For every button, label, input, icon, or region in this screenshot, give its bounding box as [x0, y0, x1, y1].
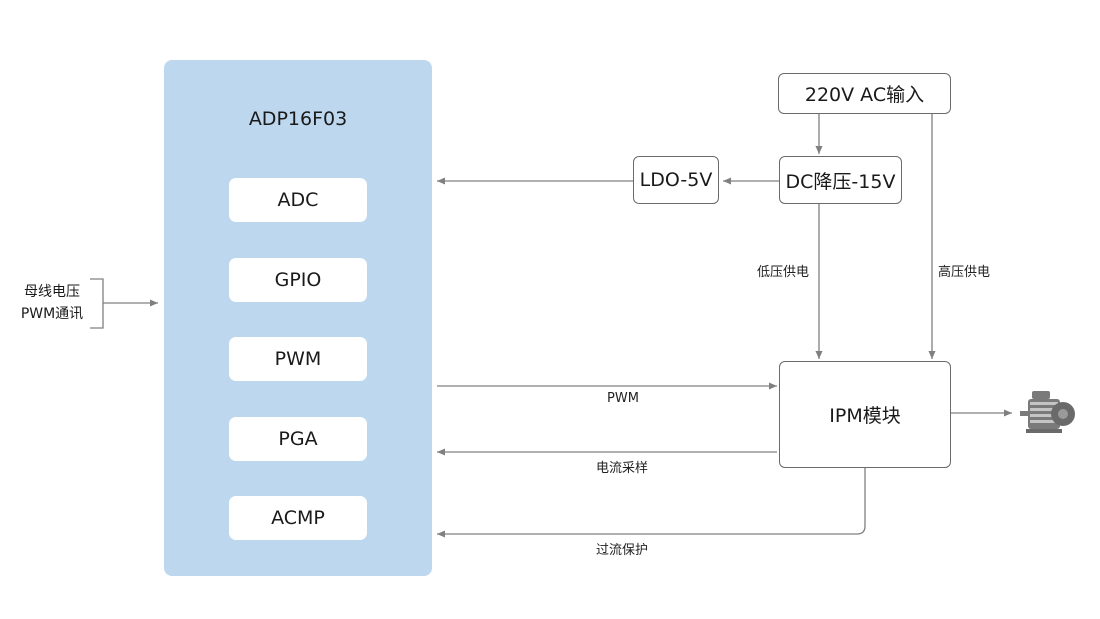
dc-step-down-box: DC降压-15V [779, 156, 902, 204]
ldo-box: LDO-5V [633, 156, 719, 204]
module-adc: ADC [229, 178, 367, 222]
motor-icon [1020, 391, 1075, 433]
bus-voltage-label: 母线电压 [24, 284, 80, 300]
module-acmp: ACMP [229, 496, 367, 540]
module-pga: PGA [229, 417, 367, 461]
low-voltage-supply-label: 低压供电 [757, 265, 810, 280]
overcurrent-arrow [437, 468, 866, 538]
pwm-comm-label: PWM通讯 [20, 306, 84, 322]
ac-input-box: 220V AC输入 [778, 73, 951, 114]
module-gpio: GPIO [229, 258, 367, 302]
ipm-module-box: IPM模块 [779, 361, 951, 468]
high-voltage-supply-label: 高压供电 [938, 265, 991, 280]
module-pwm: PWM [229, 337, 367, 381]
overcurrent-protection-label: 过流保护 [596, 543, 649, 558]
pwm-label: PWM [607, 391, 639, 406]
mcu-block [164, 60, 432, 576]
mcu-title: ADP16F03 [248, 108, 348, 130]
current-sampling-label: 电流采样 [596, 461, 649, 476]
input-labels: 母线电压 PWM通讯 [12, 281, 92, 325]
